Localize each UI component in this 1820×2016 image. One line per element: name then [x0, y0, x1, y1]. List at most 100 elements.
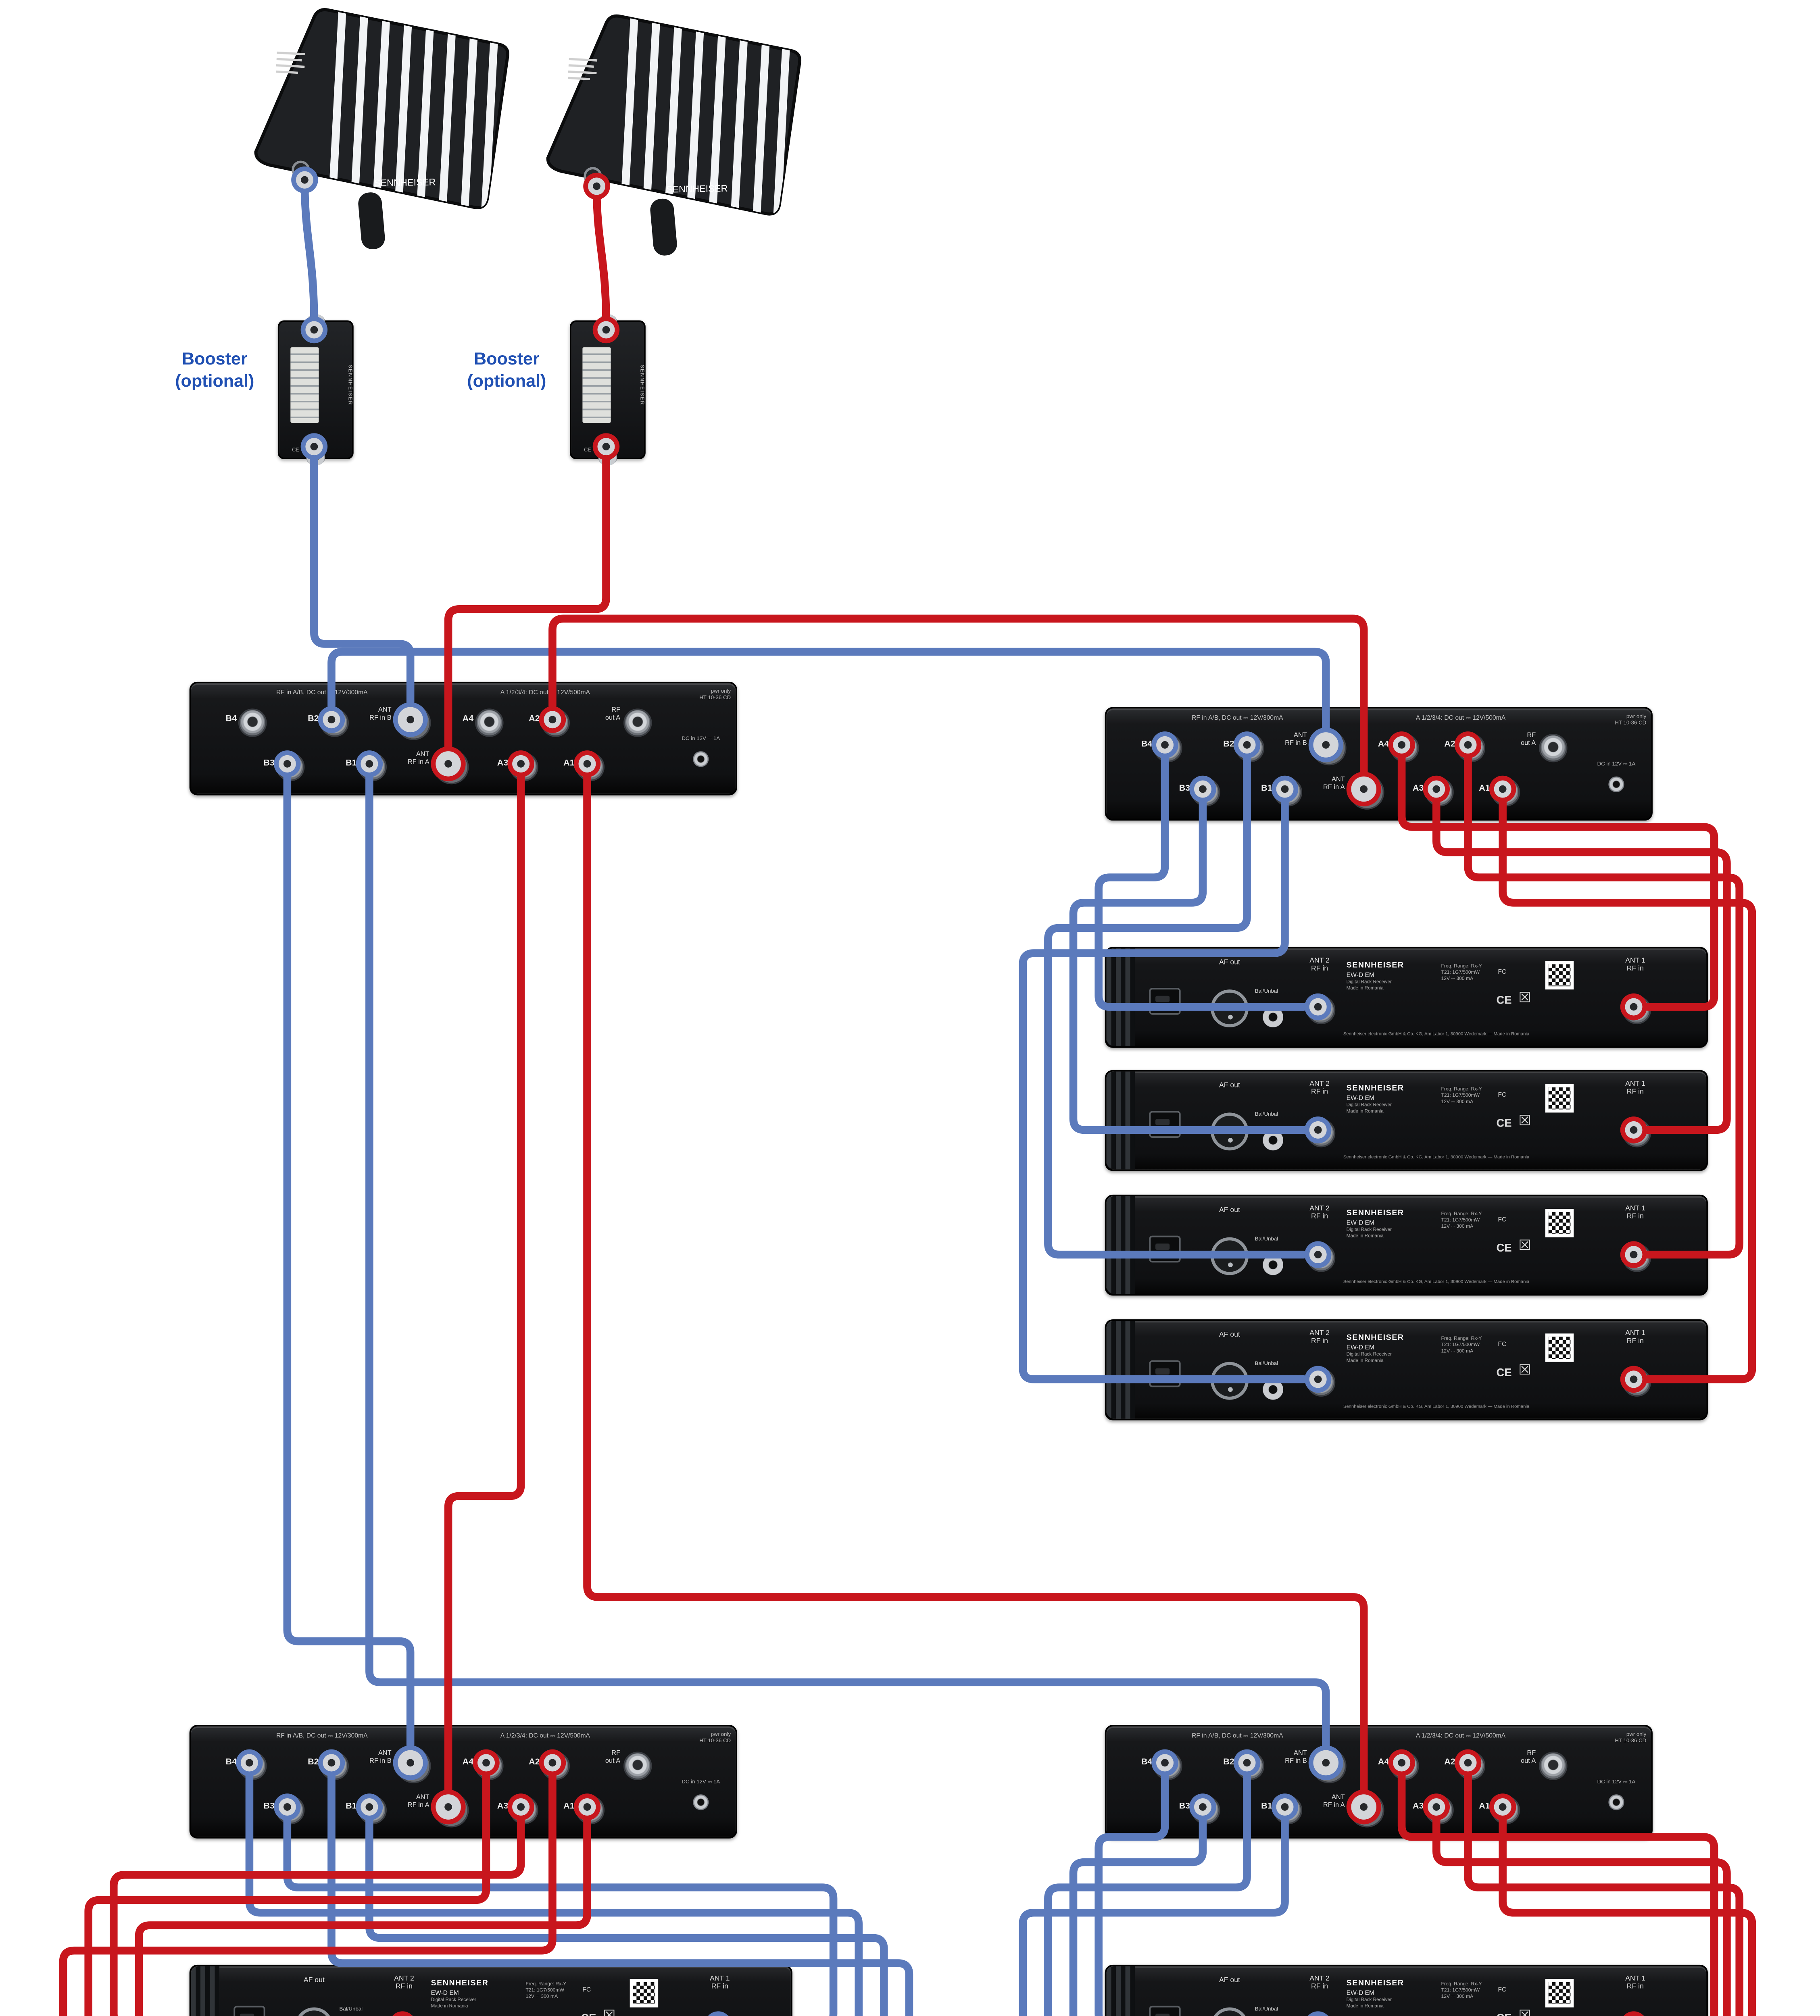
bnc-ant-rf-in-b [1311, 731, 1347, 766]
fcc-mark: FC [1498, 1985, 1507, 1993]
label-a1: A1 [1479, 784, 1490, 794]
bnc-a4-out [1391, 1752, 1419, 1780]
spec-text-block: Freq. Range: Rx-Y T21: 1G7/500mW 12V ⎓ 3… [1441, 1210, 1482, 1230]
weee-bin-icon: ☒ [1518, 1237, 1531, 1253]
qr-code-label [630, 1979, 659, 2008]
ce-mark: CE [292, 446, 299, 453]
brand-text: SENNHEISER [1346, 1979, 1404, 1989]
receiver-nameplate: SENNHEISER EW-D EM Digital Rack Receiver… [1347, 961, 1435, 991]
label-b4: B4 [1141, 740, 1153, 750]
weee-bin-icon: ☒ [1518, 1112, 1531, 1129]
label-a2: A2 [529, 1758, 540, 1768]
bnc-ant-rf-in-a [434, 1793, 469, 1828]
rack-ear-grip [1106, 948, 1135, 1046]
label-b3: B3 [1179, 784, 1190, 794]
label-b4: B4 [225, 1758, 237, 1768]
brand-text: SENNHEISER [374, 177, 436, 188]
made-in-text: Made in Romania [431, 2002, 468, 2009]
antenna-handle [650, 198, 677, 256]
qr-code-label [1545, 1979, 1574, 2008]
directional-antenna-a: SENNHEISER [251, 0, 510, 250]
booster-rf-out-connector [306, 450, 325, 466]
label-af-out: AF out [1219, 1206, 1240, 1214]
receiver-nameplate: SENNHEISER EW-D EM Digital Rack Receiver… [1347, 1979, 1435, 2009]
fcc-mark: FC [1498, 1339, 1507, 1348]
weee-bin-icon: ☒ [1518, 1362, 1531, 1378]
bnc-b1-out [1274, 1796, 1303, 1824]
bnc-rf-out-a [1539, 734, 1568, 762]
bnc-b1-out [358, 752, 387, 781]
booster-rf-in-connector [598, 314, 617, 330]
antenna-rf-connector [292, 160, 310, 179]
label-b3: B3 [263, 1802, 275, 1812]
bnc-b4-out [1154, 734, 1182, 762]
label-af-out: AF out [1219, 1081, 1240, 1089]
blue-cable-plug [296, 171, 313, 189]
rf-cable-blue [283, 769, 415, 1759]
bnc-a2-out [1457, 734, 1486, 762]
bnc-b3-out [276, 752, 305, 781]
xlr-af-out-socket [295, 2007, 333, 2016]
quarter-inch-jack [1263, 1007, 1284, 1028]
bnc-a3-out [510, 752, 538, 781]
brand-text: SENNHEISER [1346, 961, 1404, 971]
dc-power-inlet [1149, 1360, 1181, 1387]
dc-power-inlet [1149, 1111, 1181, 1138]
booster-rf-in-connector [306, 314, 325, 330]
xlr-af-out-socket [1211, 1112, 1249, 1151]
bnc-a4-out [475, 1752, 504, 1780]
label-a2: A2 [529, 715, 540, 725]
made-in-text: Made in Romania [1346, 1232, 1384, 1239]
dc-power-inlet [1149, 988, 1181, 1015]
label-a3: A3 [497, 1802, 509, 1812]
bnc-ant2-rf-in [391, 2014, 420, 2016]
ce-mark: CE [1496, 1368, 1512, 1379]
receiver-nameplate: SENNHEISER EW-D EM Digital Rack Receiver… [1347, 1084, 1435, 1114]
label-bal-unbal: Bal/Unbal [1255, 2006, 1278, 2012]
antenna-splitter-panel: RF in A/B, DC out ⎓ 12V/300mA A 1/2/3/4:… [189, 681, 737, 796]
booster-a: SENNHEISER CE [277, 314, 354, 466]
rack-ear-grip [1106, 1321, 1135, 1419]
label-b3: B3 [263, 759, 275, 769]
description-text: Digital Rack Receiver [1346, 1101, 1392, 1108]
antenna-splitter-panel: RF in A/B, DC out ⎓ 12V/300mA A 1/2/3/4:… [189, 1725, 737, 1839]
quarter-inch-jack [1263, 1130, 1284, 1151]
label-bal-unbal: Bal/Unbal [1255, 1111, 1278, 1118]
booster-rf-out-connector [598, 450, 617, 466]
brand-text: SENNHEISER [347, 364, 354, 406]
rack-ear-grip [1106, 1196, 1135, 1294]
bnc-ant-rf-in-b [1311, 1748, 1347, 1783]
rack-ear-grip [1106, 1071, 1135, 1170]
rf-cable-blue [300, 176, 318, 328]
dc-power-inlet [1149, 1235, 1181, 1263]
bnc-ant2-rf-in [1307, 1243, 1336, 1272]
label-bal-unbal: Bal/Unbal [1255, 1360, 1278, 1367]
rf-cable-red [444, 769, 525, 1801]
bnc-b2-out [320, 708, 349, 737]
ce-mark: CE [584, 446, 591, 453]
fcc-mark: FC [1498, 1090, 1507, 1099]
label-af-out: AF out [303, 1976, 325, 1984]
bnc-a1-out [576, 752, 605, 781]
bnc-ant2-rf-in [1307, 1119, 1336, 1148]
label-bal-unbal: Bal/Unbal [1255, 988, 1278, 994]
bnc-a3-out [1425, 778, 1454, 807]
